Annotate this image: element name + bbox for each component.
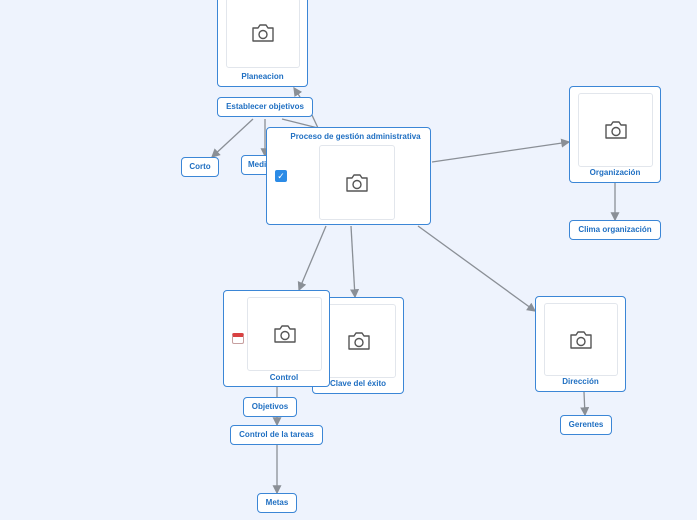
image-placeholder <box>544 303 618 376</box>
topic-control-de-la-tareas[interactable]: Control de la tareas <box>230 425 323 445</box>
image-placeholder <box>321 304 396 378</box>
node-organizacion-label: Organización <box>589 168 641 177</box>
node-direccion[interactable]: Dirección <box>535 296 626 392</box>
edge-establecer-planeacion <box>293 86 303 98</box>
node-clave-label: Clave del éxito <box>329 379 387 388</box>
image-placeholder <box>226 0 300 68</box>
edge-proceso-organizacion <box>431 138 571 163</box>
image-placeholder <box>247 297 322 371</box>
camera-icon <box>252 24 274 42</box>
topic-establecer-objetivos[interactable]: Establecer objetivos <box>217 97 313 117</box>
camera-icon <box>346 173 368 192</box>
node-direccion-label: Dirección <box>562 377 599 386</box>
camera-icon <box>570 330 592 349</box>
node-control-label: Control <box>269 373 299 382</box>
node-proceso-label: Proceso de gestión administrativa <box>290 132 421 141</box>
edge-proceso-control <box>297 225 327 292</box>
image-placeholder <box>578 93 653 167</box>
node-proceso-gestion[interactable]: Proceso de gestión administrativa ✓ <box>266 127 431 225</box>
calendar-icon <box>232 333 244 344</box>
node-planeacion[interactable]: Planeacion <box>217 0 308 87</box>
checkbox-checked-icon[interactable]: ✓ <box>275 170 287 182</box>
topic-clima-organizacion[interactable]: Clima organización <box>569 220 661 240</box>
edge-proceso-clave <box>350 225 360 299</box>
node-control[interactable]: Control <box>223 290 330 387</box>
edge-proceso-establecer <box>281 118 319 129</box>
camera-icon <box>347 332 370 350</box>
edge-direccion-gerentes <box>580 391 590 417</box>
topic-gerentes[interactable]: Gerentes <box>560 415 612 435</box>
edge-proceso-direccion <box>417 225 537 312</box>
node-planeacion-label: Planeacion <box>241 72 284 81</box>
topic-objetivos[interactable]: Objetivos <box>243 397 297 417</box>
topic-metas[interactable]: Metas <box>257 493 297 513</box>
node-organizacion[interactable]: Organización <box>569 86 661 183</box>
camera-icon <box>604 121 627 139</box>
image-placeholder <box>319 145 395 220</box>
topic-corto[interactable]: Corto <box>181 157 219 177</box>
edge-proceso-planeacion <box>310 112 319 129</box>
camera-icon <box>273 325 296 343</box>
edge-establecer-corto <box>211 118 254 158</box>
